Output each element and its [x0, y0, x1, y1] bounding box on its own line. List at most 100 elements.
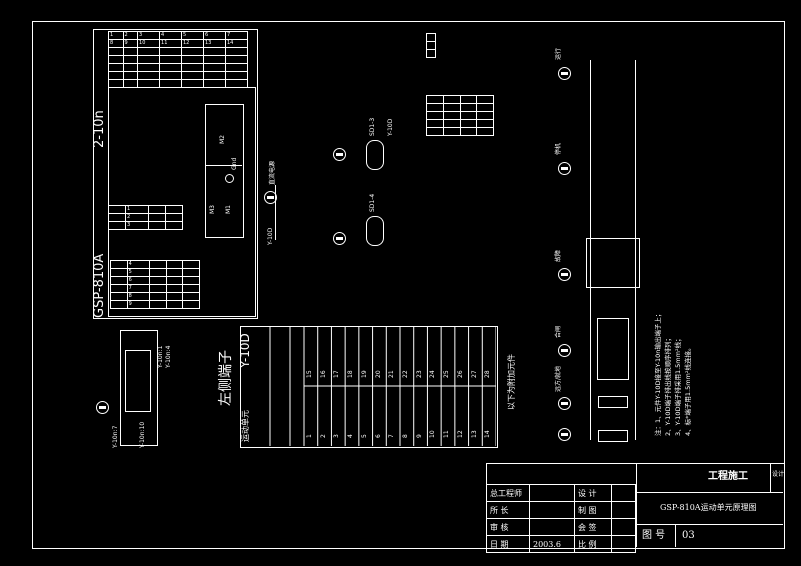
run-label: 运行	[555, 47, 562, 60]
tb-vline-r	[770, 463, 771, 492]
terminal-number: 26	[456, 370, 464, 378]
company-name: 工程施工	[708, 471, 748, 482]
relay-label-m3: M3	[209, 205, 216, 214]
ground-icon	[225, 174, 234, 183]
note-line-2: 2、Y-10D端子排出线按顺序排列；	[664, 335, 672, 436]
sd-top-label: SD1-3	[369, 117, 376, 136]
terminal-number: 10	[429, 430, 437, 438]
tb-value	[611, 518, 636, 536]
terminal-number: 12	[456, 430, 464, 438]
terminal-number: 3	[333, 434, 341, 438]
row-cell: 7	[126, 284, 151, 293]
row-cell: 1	[125, 205, 149, 214]
switch-label-3: Y-10n:7	[112, 425, 119, 448]
bridge-box-2	[597, 318, 629, 380]
tb-role: 总工程师	[486, 484, 530, 502]
tb-vline-fig	[675, 524, 676, 547]
terminal-number: 1	[306, 434, 313, 438]
power-wire	[275, 185, 276, 240]
row-cell: 8	[108, 39, 124, 48]
switch-label-1: Y-10n:1	[157, 345, 164, 368]
relay-divider	[205, 165, 242, 166]
terminal-number: 5	[360, 434, 368, 438]
row-cell: 6	[126, 276, 151, 285]
row-cell: 10	[137, 39, 161, 48]
ground-label: Gnd	[231, 157, 238, 170]
tb-role: 审 核	[486, 518, 530, 536]
drawing-frame	[32, 21, 785, 549]
company-sub: 设计	[772, 471, 785, 478]
row-cell: 12	[181, 39, 204, 48]
aux-indicator-icon	[558, 428, 571, 441]
row-cell: 14	[224, 39, 249, 48]
remote-local-icon	[558, 397, 571, 410]
figure-number: 03	[682, 530, 695, 541]
terminal-number: 20	[374, 370, 382, 378]
row-cell: 7	[224, 31, 249, 40]
row-cell: 5	[181, 31, 204, 40]
tb-role: 比 例	[574, 535, 612, 553]
switch-label-4: Y-10n:10	[139, 421, 146, 448]
terminal-number: 17	[333, 370, 341, 378]
stop-label: 停机	[555, 142, 562, 155]
terminal-number: 4	[347, 434, 355, 438]
row-cell: 1	[108, 31, 124, 40]
switch-inner	[125, 350, 151, 412]
tb-value	[529, 518, 575, 536]
tb-role: 设 计	[574, 484, 612, 502]
resistor-1	[598, 396, 628, 408]
relay-label-m1: M1	[225, 205, 232, 214]
terminal-number: 25	[443, 370, 451, 378]
right-bus-line	[590, 60, 591, 440]
indicator-a-icon	[333, 148, 346, 161]
terminal-number: 15	[306, 370, 313, 378]
tb-role: 日 期	[486, 535, 530, 553]
diagram-note: 以下为附加元件	[507, 354, 516, 410]
bridge-box	[586, 238, 640, 288]
terminal-number: 23	[415, 370, 423, 378]
tb-value	[611, 535, 636, 553]
power-label: 直流电源	[269, 160, 276, 185]
note-line-3: 3、Y-10D端子排采用1.5mm²线；	[674, 335, 682, 436]
row-cell: 4	[159, 31, 182, 40]
row-cell: 11	[159, 39, 182, 48]
tb-hline-r1	[636, 492, 783, 493]
note-line-4: 4、标*端子用1.5mm²线连接。	[684, 344, 692, 437]
tb-role: 会 签	[574, 518, 612, 536]
tb-value: 2003.6	[529, 535, 575, 553]
terminal-number: 9	[415, 434, 423, 438]
terminal-number: 2	[319, 434, 327, 438]
row-cell: 4	[126, 260, 151, 269]
row-cell: 3	[137, 31, 161, 40]
terminal-grid	[240, 326, 496, 446]
row-cell: 8	[126, 292, 151, 301]
sd-contact-top	[366, 140, 384, 170]
resistor-2	[598, 430, 628, 442]
legend-table	[426, 33, 436, 58]
terminal-number: 11	[443, 430, 451, 438]
close-label: 合闸	[555, 325, 562, 338]
terminal-title: 左侧端子	[218, 350, 234, 406]
tb-hline-r2	[636, 524, 783, 525]
terminal-number: 21	[388, 370, 396, 378]
relay-box	[205, 104, 244, 238]
module-sub-table-2: 4 5 6 7 8 9	[110, 260, 200, 309]
tb-value	[529, 501, 575, 519]
terminal-number: 14	[484, 430, 492, 438]
close-indicator-icon	[558, 344, 571, 357]
terminal-number: 28	[484, 370, 492, 378]
tb-value	[529, 484, 575, 502]
fault-indicator-icon	[558, 268, 571, 281]
terminal-number: 8	[402, 434, 409, 438]
row-cell: 3	[125, 221, 149, 230]
title-block-table: 总工程师 设 计 所 长 制 图 审 核 会 签 日 期 2003.6 比 例	[486, 484, 636, 553]
terminal-number: 6	[374, 434, 382, 438]
power-indicator-icon	[264, 191, 277, 204]
row-cell: 13	[202, 39, 226, 48]
terminal-number: 7	[388, 434, 396, 438]
terminal-number: 19	[360, 370, 368, 378]
tb-value	[611, 501, 636, 519]
terminal-number: 16	[319, 370, 327, 378]
drawing-title: GSP-810A运动单元原理图	[660, 503, 757, 512]
